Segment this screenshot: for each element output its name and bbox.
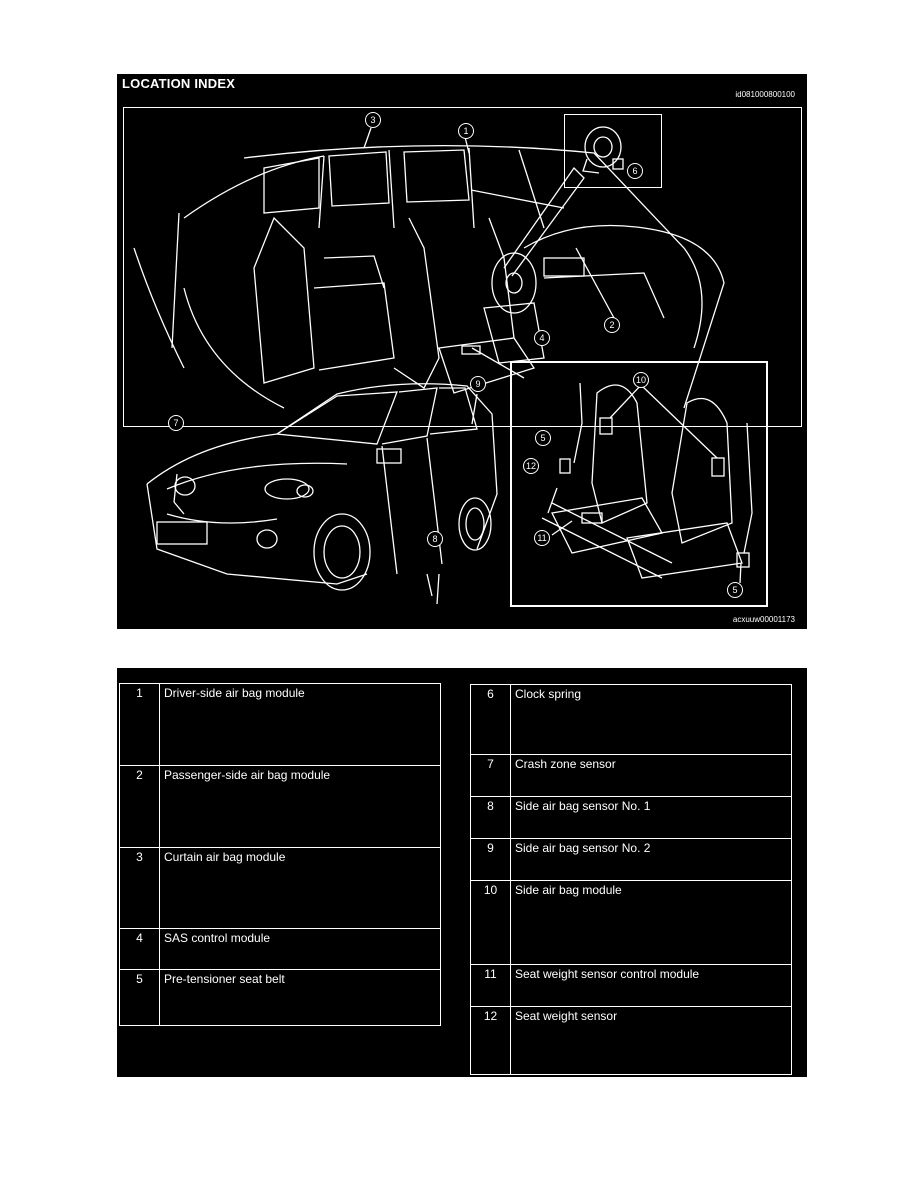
table-row: 10 Side air bag module bbox=[470, 880, 792, 965]
callout-11: 11 bbox=[534, 530, 550, 546]
callout-10: 10 bbox=[633, 372, 649, 388]
item-number: 10 bbox=[470, 880, 511, 965]
callout-5-right: 5 bbox=[727, 582, 743, 598]
item-number: 11 bbox=[470, 964, 511, 1007]
table-row: 11 Seat weight sensor control module bbox=[470, 964, 792, 1007]
seats-drawing bbox=[541, 382, 753, 584]
table-row: 6 Clock spring bbox=[470, 684, 792, 755]
item-label: SAS control module bbox=[159, 928, 441, 970]
callout-12: 12 bbox=[523, 458, 539, 474]
figure-image-id: id081000800100 bbox=[735, 90, 795, 99]
item-number: 4 bbox=[119, 928, 160, 970]
table-row: 4 SAS control module bbox=[119, 928, 441, 970]
callout-8: 8 bbox=[427, 531, 443, 547]
table-row: 12 Seat weight sensor bbox=[470, 1006, 792, 1075]
table-row: 1 Driver-side air bag module bbox=[119, 683, 441, 766]
item-number: 7 bbox=[470, 754, 511, 797]
table-row: 7 Crash zone sensor bbox=[470, 754, 792, 797]
exterior-drawing bbox=[146, 383, 498, 605]
item-label: Passenger-side air bag module bbox=[159, 765, 441, 848]
item-label: Clock spring bbox=[510, 684, 792, 755]
figure-reference-code: acxuuw00001173 bbox=[732, 615, 795, 624]
item-label: Side air bag sensor No. 1 bbox=[510, 796, 792, 839]
location-index-figure: LOCATION INDEX id081000800100 bbox=[117, 74, 807, 629]
table-row: 9 Side air bag sensor No. 2 bbox=[470, 838, 792, 881]
item-number: 3 bbox=[119, 847, 160, 929]
seats-inset: 10 5 12 11 5 bbox=[510, 361, 768, 607]
item-number: 6 bbox=[470, 684, 511, 755]
item-label: Seat weight sensor bbox=[510, 1006, 792, 1075]
callout-5-left: 5 bbox=[535, 430, 551, 446]
item-label: Side air bag sensor No. 2 bbox=[510, 838, 792, 881]
callout-3: 3 bbox=[365, 112, 381, 128]
item-number: 8 bbox=[470, 796, 511, 839]
item-number: 12 bbox=[470, 1006, 511, 1075]
callout-4: 4 bbox=[534, 330, 550, 346]
item-label: Side air bag module bbox=[510, 880, 792, 965]
component-table-right: 6 Clock spring 7 Crash zone sensor 8 Sid… bbox=[470, 684, 792, 1075]
figure-title: LOCATION INDEX bbox=[122, 76, 236, 91]
component-table-left: 1 Driver-side air bag module 2 Passenger… bbox=[119, 683, 441, 1026]
item-label: Seat weight sensor control module bbox=[510, 964, 792, 1007]
callout-6: 6 bbox=[627, 163, 643, 179]
component-tables: 1 Driver-side air bag module 2 Passenger… bbox=[117, 668, 807, 1077]
item-number: 1 bbox=[119, 683, 160, 766]
callout-9: 9 bbox=[470, 376, 486, 392]
table-row: 3 Curtain air bag module bbox=[119, 847, 441, 929]
interior-view: 3 1 2 4 bbox=[123, 107, 802, 427]
clock-spring-inset: 6 bbox=[564, 114, 662, 188]
item-number: 2 bbox=[119, 765, 160, 848]
item-label: Crash zone sensor bbox=[510, 754, 792, 797]
item-number: 9 bbox=[470, 838, 511, 881]
clock-spring-drawing bbox=[582, 126, 624, 174]
table-row: 8 Side air bag sensor No. 1 bbox=[470, 796, 792, 839]
callout-2: 2 bbox=[604, 317, 620, 333]
item-number: 5 bbox=[119, 969, 160, 1026]
item-label: Driver-side air bag module bbox=[159, 683, 441, 766]
callout-1: 1 bbox=[458, 123, 474, 139]
item-label: Curtain air bag module bbox=[159, 847, 441, 929]
table-row: 2 Passenger-side air bag module bbox=[119, 765, 441, 848]
interior-drawing bbox=[133, 127, 725, 409]
item-label: Pre-tensioner seat belt bbox=[159, 969, 441, 1026]
callout-7: 7 bbox=[168, 415, 184, 431]
table-row: 5 Pre-tensioner seat belt bbox=[119, 969, 441, 1026]
